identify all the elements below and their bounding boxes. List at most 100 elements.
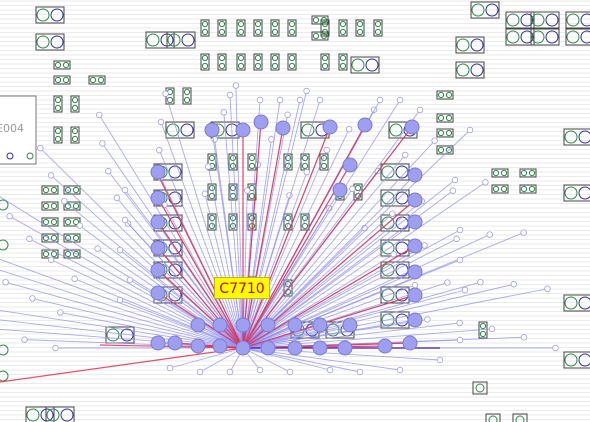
ratsnest-endpoint	[57, 309, 64, 316]
ratsnest-endpoint	[520, 334, 528, 341]
ratsnest-line	[98, 114, 244, 349]
ratsnest-endpoint	[94, 245, 101, 252]
pad[interactable]	[407, 214, 423, 230]
pad[interactable]	[150, 262, 166, 278]
pad[interactable]	[287, 317, 303, 333]
ratsnest-endpoint	[226, 91, 234, 99]
ratsnest-line	[229, 94, 244, 349]
pad[interactable]	[150, 335, 166, 351]
ratsnest-line	[242, 229, 461, 349]
ratsnest-line	[242, 149, 328, 349]
ratsnest-endpoint	[61, 198, 68, 205]
test-point-footprint	[472, 381, 488, 395]
pad[interactable]	[150, 190, 166, 206]
pad[interactable]	[190, 317, 206, 333]
ratsnest-endpoint	[157, 118, 165, 126]
pad[interactable]	[377, 338, 393, 354]
pad[interactable]	[342, 317, 358, 333]
pad[interactable]	[287, 340, 303, 356]
ratsnest-endpoint	[286, 368, 294, 376]
ratsnest-endpoint	[121, 186, 129, 194]
pad[interactable]	[312, 317, 328, 333]
pad[interactable]	[357, 117, 373, 133]
ratsnest-endpoint	[232, 82, 240, 89]
pad[interactable]	[342, 157, 358, 173]
ratsnest-line	[242, 328, 492, 349]
ratsnest-endpoint	[126, 276, 134, 284]
ratsnest-line	[242, 99, 321, 349]
ratsnest-endpoint	[303, 87, 310, 95]
capacitor-footprint	[436, 90, 454, 100]
pad[interactable]	[235, 122, 251, 138]
ratsnest-endpoint	[431, 137, 438, 144]
pad[interactable]	[407, 167, 423, 183]
pad[interactable]	[275, 120, 291, 136]
ratsnest-endpoint	[456, 319, 463, 327]
ratsnest-line	[32, 297, 244, 349]
ratsnest-endpoint	[552, 344, 559, 352]
ratsnest-endpoint	[424, 316, 431, 323]
pad[interactable]	[337, 340, 353, 356]
ratsnest-endpoint	[37, 144, 44, 152]
ratsnest-line	[242, 129, 350, 349]
pad[interactable]	[235, 340, 251, 356]
net-trace	[174, 342, 244, 349]
dual-pad-footprint	[35, 6, 65, 24]
pad[interactable]	[312, 340, 328, 356]
ratsnest-line	[0, 309, 244, 349]
ratsnest-line	[242, 139, 272, 349]
ratsnest-endpoint	[113, 194, 121, 202]
pad[interactable]	[150, 214, 166, 230]
pad[interactable]	[260, 340, 276, 356]
ratsnest-line	[223, 112, 244, 349]
capacitor-footprint	[300, 213, 310, 231]
ratsnest-endpoint	[466, 126, 474, 134]
pad[interactable]	[402, 335, 418, 351]
ratsnest-endpoint	[390, 251, 397, 258]
pad[interactable]	[212, 317, 228, 333]
pad[interactable]	[190, 338, 206, 354]
net-trace	[242, 126, 331, 349]
selected-component-label[interactable]: C7710	[214, 277, 270, 299]
ratsnest-line	[242, 154, 406, 349]
pad[interactable]	[407, 238, 423, 254]
capacitor-footprint	[53, 95, 63, 113]
pad[interactable]	[260, 317, 276, 333]
pad[interactable]	[204, 122, 220, 138]
pad[interactable]	[212, 338, 228, 354]
ratsnest-line	[242, 109, 421, 349]
dual-pad-footprint	[35, 33, 65, 51]
pad[interactable]	[322, 119, 338, 135]
pad[interactable]	[404, 119, 420, 135]
ratsnest-line	[242, 99, 281, 349]
pad[interactable]	[407, 287, 423, 303]
pad[interactable]	[253, 114, 269, 130]
partial-component-outline	[0, 95, 37, 165]
ratsnest-endpoint	[201, 190, 209, 197]
pad[interactable]	[150, 240, 166, 256]
ratsnest-line	[160, 121, 244, 349]
ratsnest-line	[60, 312, 244, 349]
capacitor-footprint	[217, 53, 227, 71]
pad[interactable]	[150, 285, 166, 301]
capacitor-footprint	[491, 184, 509, 194]
edge-footprint	[0, 370, 9, 382]
ratsnest-endpoint	[477, 278, 484, 286]
pad[interactable]	[235, 317, 251, 333]
net-trace	[157, 174, 244, 349]
ratsnest-endpoint	[47, 172, 55, 179]
pad[interactable]	[407, 312, 423, 328]
ratsnest-endpoint	[96, 111, 103, 119]
ratsnest-endpoint	[256, 366, 264, 374]
ratsnest-endpoint	[156, 146, 163, 154]
pad[interactable]	[150, 164, 166, 180]
ratsnest-line	[242, 90, 308, 349]
ratsnest-endpoint	[256, 96, 264, 104]
pad[interactable]	[332, 182, 348, 198]
pad[interactable]	[167, 335, 183, 351]
pad[interactable]	[407, 192, 423, 208]
ratsnest-line	[197, 324, 244, 349]
net-trace	[157, 197, 244, 349]
pad[interactable]	[407, 264, 423, 280]
